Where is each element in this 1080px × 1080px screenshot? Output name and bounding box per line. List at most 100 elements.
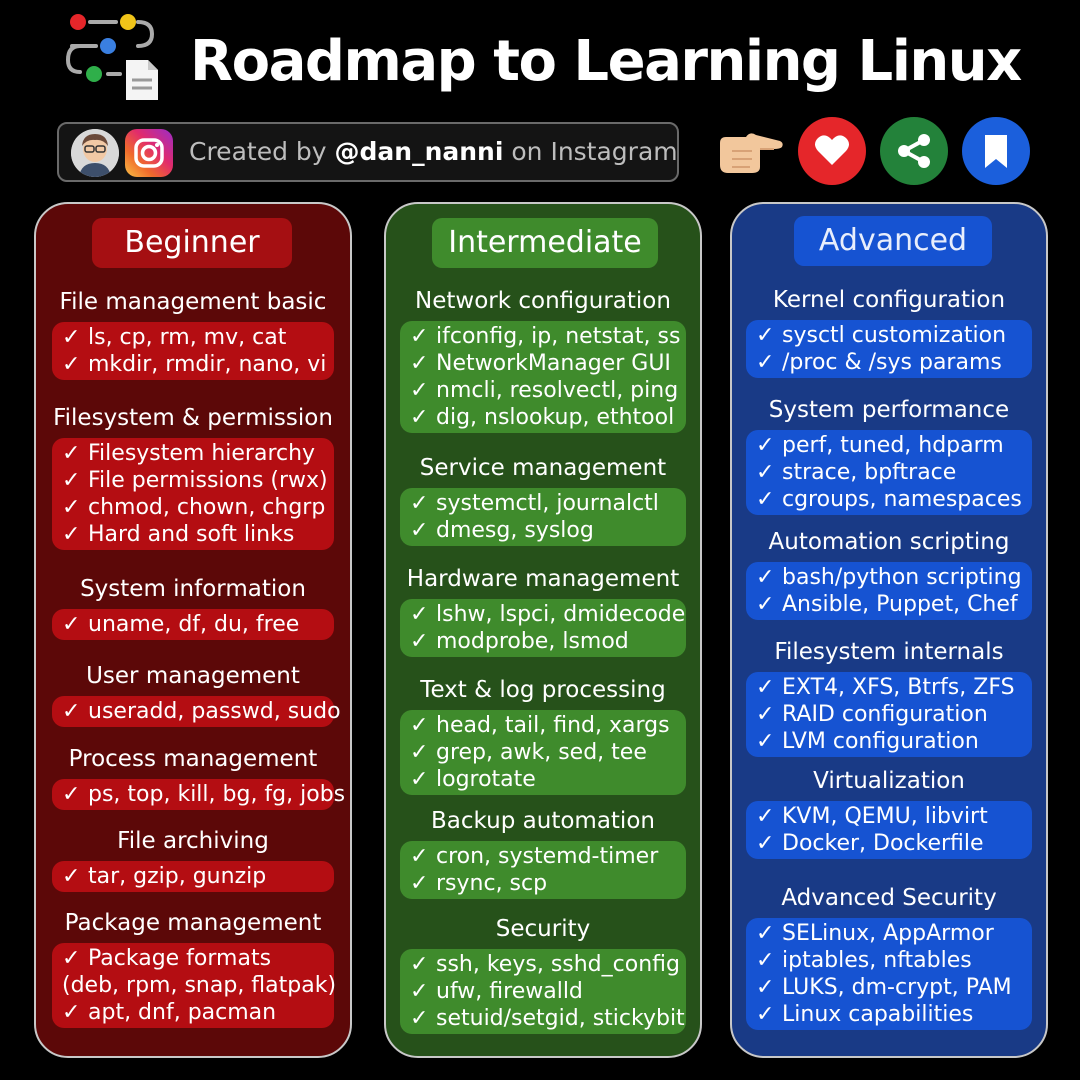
topic-section: Text & log processing✓head, tail, find, …	[386, 674, 700, 795]
topic-item-text: bash/python scripting	[782, 565, 1022, 590]
topic-item: ✓lshw, lspci, dmidecode	[410, 601, 685, 628]
topic-item: ✓Filesystem hierarchy	[62, 440, 324, 467]
topic-title: Service management	[419, 455, 667, 481]
credit-bar: Created by @dan_nanni on Instagram	[57, 122, 679, 182]
topic-item-text: logrotate	[436, 767, 536, 792]
topic-item: ✓uname, df, du, free	[62, 611, 324, 638]
topic-item-text: rsync, scp	[436, 871, 548, 896]
save-button[interactable]	[962, 117, 1030, 185]
topic-title: Security	[495, 916, 591, 942]
check-icon: ✓	[410, 351, 429, 376]
topic-items-box: ✓ Package formats(deb, rpm, snap, flatpak…	[52, 943, 337, 1028]
topic-section: File archiving ✓ tar, gzip, gunzip	[36, 825, 350, 892]
topic-item: ✓EXT4, XFS, Btrfs, ZFS	[756, 674, 1022, 701]
check-icon: ✓	[756, 702, 775, 727]
topic-item-text: ls, cp, rm, mv, cat	[88, 325, 287, 350]
topic-item: ✓ Package formats	[62, 945, 324, 972]
topic-section: Backup automation✓cron, systemd-timer✓rs…	[386, 805, 700, 899]
check-icon: ✓	[756, 433, 775, 458]
topic-item-text: Docker, Dockerfile	[782, 831, 984, 856]
topic-item: ✓ head, tail, find, xargs	[410, 712, 676, 739]
topic-section: Hardware management✓lshw, lspci, dmideco…	[386, 563, 700, 657]
check-icon: ✓	[410, 491, 429, 516]
check-icon: ✓	[62, 468, 81, 493]
topic-item-text: ssh, keys, sshd_config	[436, 952, 680, 977]
topic-item-text: systemctl, journalctl	[436, 491, 659, 516]
credit-handle[interactable]: @dan_nanni	[334, 137, 504, 166]
check-icon: ✓	[410, 952, 429, 977]
topic-item-text: Filesystem hierarchy	[88, 441, 316, 466]
check-icon: ✓	[62, 782, 81, 807]
topic-items-box: ✓ tar, gzip, gunzip	[52, 861, 334, 892]
topic-item-text: dig, nslookup, ethtool	[436, 405, 675, 430]
bookmark-icon	[985, 135, 1007, 168]
topic-section: Package management✓Package formats(deb, …	[36, 907, 350, 1028]
topic-items-box: ✓ifconfig, ip, netstat, ss✓NetworkManage…	[400, 321, 686, 433]
topic-item: ✓dmesg, syslog	[410, 517, 676, 544]
topic-item-text: setuid/setgid, stickybit	[436, 1006, 685, 1031]
credit-text: Created by @dan_nanni on Instagram	[189, 124, 678, 180]
topic-item: ✓strace, bpftrace	[756, 459, 1022, 486]
check-icon: ✓	[410, 767, 429, 792]
check-icon: ✓	[410, 629, 429, 654]
topic-section: Automation scripting✓bash/python scripti…	[732, 526, 1046, 620]
topic-item: ✓cgroups, namespaces	[756, 486, 1022, 513]
topic-item-text: Linux capabilities	[782, 1002, 974, 1027]
topic-item-text: ps, top, kill, bg, fg, jobs	[88, 782, 346, 807]
topic-item-text: SELinux, AppArmor	[782, 921, 994, 946]
topic-section: Security✓ssh, keys, sshd_config✓ufw, fir…	[386, 913, 700, 1034]
topic-section: Advanced Security✓SELinux, AppArmor✓ipta…	[732, 882, 1046, 1030]
topic-item: ✓ NetworkManager GUI	[410, 350, 676, 377]
check-icon: ✓	[756, 804, 775, 829]
topic-item-text: ufw, firewalld	[436, 979, 583, 1004]
topic-section: Virtualization✓KVM, QEMU, libvirt✓Docker…	[732, 765, 1046, 859]
topic-section: Network configuration✓ifconfig, ip, nets…	[386, 285, 700, 433]
topic-title: System performance	[768, 397, 1010, 423]
topic-item: ✓cron, systemd-timer	[410, 843, 676, 870]
topic-section: Filesystem internals✓EXT4, XFS, Btrfs, Z…	[732, 636, 1046, 757]
check-icon: ✓	[756, 975, 775, 1000]
topic-item-text: grep, awk, sed, tee	[436, 740, 647, 765]
topic-item: ✓sysctl customization	[756, 322, 1022, 349]
topic-item-text: head, tail, find, xargs	[436, 713, 670, 738]
topic-items-box: ✓ KVM, QEMU, libvirt✓ Docker, Dockerfile	[746, 801, 1032, 859]
topic-section: Process management✓ps, top, kill, bg, fg…	[36, 743, 350, 810]
topic-item: ✓LUKS, dm-crypt, PAM	[756, 974, 1022, 1001]
topic-title: File archiving	[117, 828, 269, 854]
check-icon: ✓	[62, 864, 81, 889]
topic-item: ✓/proc & /sys params	[756, 349, 1022, 376]
level-badge-intermediate: Intermediate	[432, 218, 658, 268]
like-button[interactable]	[798, 117, 866, 185]
topic-section: Kernel configuration✓sysctl customizatio…	[732, 284, 1046, 378]
check-icon: ✓	[756, 921, 775, 946]
check-icon: ✓	[62, 325, 81, 350]
topic-item-text: (deb, rpm, snap, flatpak)	[62, 973, 337, 998]
topic-item-text: KVM, QEMU, libvirt	[782, 804, 988, 829]
topic-item-text: strace, bpftrace	[782, 460, 957, 485]
topic-item: ✓ tar, gzip, gunzip	[62, 863, 324, 890]
check-icon: ✓	[756, 487, 775, 512]
topic-item-text: Package formats	[88, 946, 272, 971]
topic-item: ✓ SELinux, AppArmor	[756, 920, 1022, 947]
topic-item: ✓iptables, nftables	[756, 947, 1022, 974]
topic-item-text: File permissions (rwx)	[88, 468, 328, 493]
topic-item-text: NetworkManager GUI	[436, 351, 671, 376]
topic-item: ✓ KVM, QEMU, libvirt	[756, 803, 1022, 830]
topic-item: ✓rsync, scp	[410, 870, 676, 897]
topic-item-text: chmod, chown, chgrp	[88, 495, 326, 520]
share-button[interactable]	[880, 117, 948, 185]
topic-item-text: tar, gzip, gunzip	[88, 864, 267, 889]
check-icon: ✓	[410, 713, 429, 738]
topic-item: ✓mkdir, rmdir, nano, vi	[62, 351, 326, 378]
check-icon: ✓	[756, 1002, 775, 1027]
topic-item-text: sysctl customization	[782, 323, 1007, 348]
topic-section: System information✓uname, df, du, free	[36, 573, 350, 640]
check-icon: ✓	[62, 946, 81, 971]
topic-item: ✓ ls, cp, rm, mv, cat	[62, 324, 324, 351]
check-icon: ✓	[410, 324, 429, 349]
topic-item-text: EXT4, XFS, Btrfs, ZFS	[782, 675, 1015, 700]
topic-item: ✓useradd, passwd, sudo	[62, 698, 341, 725]
topic-item: ✓RAID configuration	[756, 701, 1022, 728]
